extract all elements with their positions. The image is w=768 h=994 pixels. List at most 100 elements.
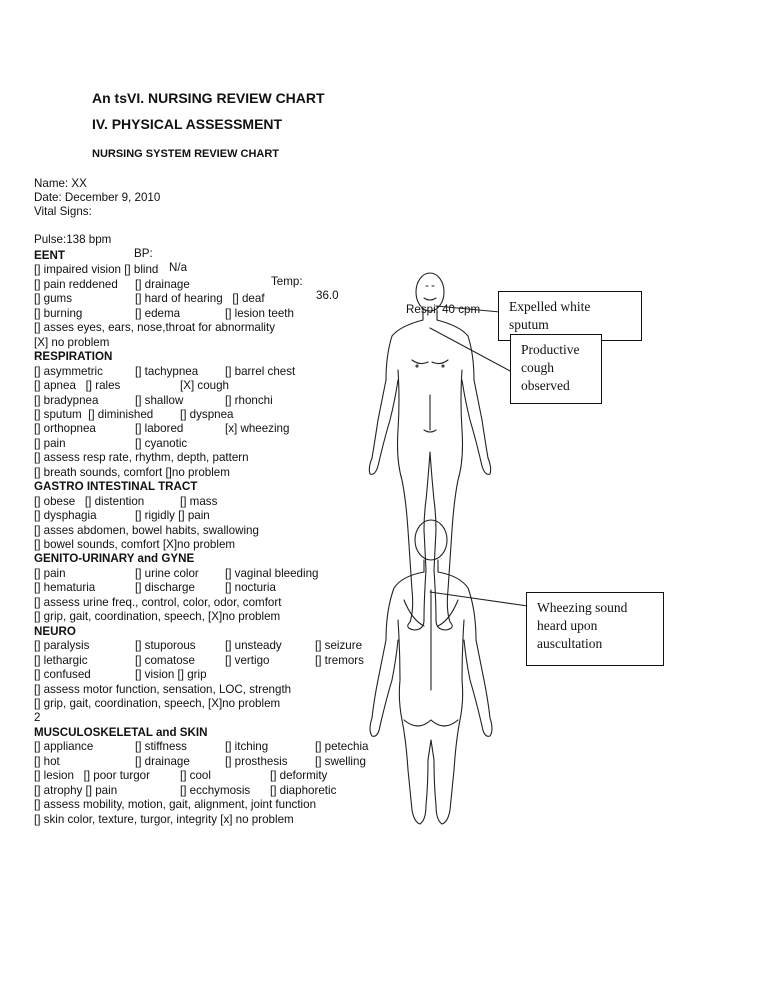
checklist-item: [] atrophy [] pain xyxy=(34,783,118,797)
checklist-item: [] pain xyxy=(34,566,66,580)
checklist-row: [] atrophy [] pain[] ecchymosis[] diapho… xyxy=(0,784,390,798)
checklist-item: [] labored xyxy=(135,422,184,436)
checklist-item: [] itching xyxy=(225,740,269,754)
checklist-row: [] impaired vision [] blind xyxy=(0,263,390,277)
checklist-row: [] assess resp rate, rhythm, depth, patt… xyxy=(0,451,390,465)
checklist-row: [] bradypnea[] shallow[] rhonchi xyxy=(0,394,390,408)
checklist-item: [] paralysis xyxy=(34,639,90,653)
checklist-item: [] assess mobility, motion, gait, alignm… xyxy=(34,798,317,812)
checklist-item: [] asses abdomen, bowel habits, swallowi… xyxy=(34,523,259,537)
checklist-row: [] asses abdomen, bowel habits, swallowi… xyxy=(0,524,390,538)
checklist-item: [] appliance xyxy=(34,740,94,754)
checklist-item: [] seizure xyxy=(315,639,363,653)
callout-text: Expelled white xyxy=(509,299,591,314)
checklist-item: [] shallow xyxy=(135,393,184,407)
checklist-item: [] petechia xyxy=(315,740,369,754)
checklist-row: [] orthopnea[] labored[x] wheezing xyxy=(0,422,390,436)
checklist-item: [] ecchymosis xyxy=(180,783,251,797)
checklist-row: [] apnea [] rales[X] cough xyxy=(0,379,390,393)
checklist-item: [] assess motor function, sensation, LOC… xyxy=(34,682,292,696)
checklist-row: [] grip, gait, coordination, speech, [X]… xyxy=(0,697,390,711)
checklist-row: [] pain reddened[] drainage xyxy=(0,278,390,292)
callout-text: observed xyxy=(521,378,570,393)
checklist-row: [] hot[] drainage[] prosthesis[] swellin… xyxy=(0,755,390,769)
checklist-row: [] hematuria [] discharge [] nocturia xyxy=(0,581,390,595)
checklist-row: [] pain[] urine color[] vaginal bleeding xyxy=(0,567,390,581)
pulse-value: Pulse:138 bpm xyxy=(34,233,112,246)
section-heading: GASTRO INTESTINAL TRACT xyxy=(34,480,198,494)
checklist-row: [] lesion [] poor turgor [] cool [] deform… xyxy=(0,769,390,783)
checklist-item: [] swelling xyxy=(315,754,366,768)
checklist-row: [] breath sounds, comfort []no problem xyxy=(0,466,390,480)
checklist-item: [] drainage xyxy=(135,754,190,768)
checklist-item: [] cyanotic xyxy=(135,436,188,450)
checklist-item: [] stuporous xyxy=(135,639,196,653)
callout-connector-1 xyxy=(435,305,501,313)
checklist-row: [] confused [] vision [] grip xyxy=(0,668,390,682)
checklist-row: [] obese [] distention [] mass xyxy=(0,495,390,509)
checklist-item: [] obese [] distention xyxy=(34,494,145,508)
checklist-item: [] bowel sounds, comfort [X]no problem xyxy=(34,538,236,551)
checklist-item: [] mass xyxy=(180,494,218,508)
checklist-item: [] sputum [] diminished xyxy=(34,407,154,421)
checklist-item: [] tremors xyxy=(315,653,364,667)
callout-text: heard upon xyxy=(537,618,598,633)
section-heading: MUSCULOSKELETAL and SKIN xyxy=(34,725,208,739)
temp-value: 36.0 xyxy=(316,289,339,302)
section-heading: NEURO xyxy=(34,624,76,638)
callout-text: Wheezing sound xyxy=(537,600,628,615)
callout-expelled-sputum: Expelled white sputum xyxy=(498,291,642,341)
checklist-row: [] pain [] cyanotic xyxy=(0,437,390,451)
chart-title: NURSING SYSTEM REVIEW CHART xyxy=(92,148,280,160)
checklist-item: [] vision [] grip xyxy=(135,668,207,682)
checklist-item: [] burning xyxy=(34,306,83,320)
checklist-item: [] prosthesis xyxy=(225,754,288,768)
checklist-row: [] asymmetric[] tachypnea[] barrel chest xyxy=(0,365,390,379)
callout-text: auscultation xyxy=(537,636,603,651)
checklist-item: [] urine color xyxy=(135,566,199,580)
checklist-item: [] lesion [] poor turgor xyxy=(34,769,150,783)
page-number: 2 xyxy=(34,711,41,725)
checklist-row: [] bowel sounds, comfort [X]no problem xyxy=(0,538,390,552)
checklist-item: [] vertigo xyxy=(225,653,270,667)
checklist-item: [] barrel chest xyxy=(225,364,296,378)
bp-label: BP: xyxy=(134,247,153,260)
checklist-item: [] edema xyxy=(135,306,181,320)
checklist-item: [] gums xyxy=(34,292,73,306)
checklist-item: [x] wheezing xyxy=(225,422,290,436)
checklist-item: [X] no problem xyxy=(34,335,110,349)
front-body-figure xyxy=(368,272,492,631)
checklist-item: [] pain reddened xyxy=(34,277,118,291)
vital-signs-label: Vital Signs: xyxy=(34,205,92,218)
checklist-item: [] hematuria xyxy=(34,581,96,595)
checklist-item: [] dysphagia xyxy=(34,509,97,523)
checklist-item: [] grip, gait, coordination, speech, [X]… xyxy=(34,610,281,624)
checklist-item: [] deformity xyxy=(270,769,328,783)
checklist-item: [] lethargic xyxy=(34,653,88,667)
checklist-row: [] dysphagia [] rigidly [] pain xyxy=(0,509,390,523)
checklist-item: [] discharge xyxy=(135,581,195,595)
callout-text: cough xyxy=(521,360,554,375)
section-title: IV. PHYSICAL ASSESSMENT xyxy=(92,116,283,132)
checklist-item: [] nocturia xyxy=(225,581,276,595)
checklist-item: [] tachypnea xyxy=(135,364,199,378)
checklist-item: [] unsteady xyxy=(225,639,282,653)
checklist-item: [] rigidly [] pain xyxy=(135,509,210,523)
temp-label: Temp: xyxy=(271,275,303,288)
checklist-row: [] burning[] edema[] lesion teeth xyxy=(0,307,390,321)
back-body-figure xyxy=(369,519,493,825)
callout-productive-cough: Productive cough observed xyxy=(510,334,602,404)
checklist-item: [] cool xyxy=(180,769,211,783)
checklist-row: [] asses eyes, ears, nose,throat for abn… xyxy=(0,321,390,335)
checklist-item: [] pain xyxy=(34,436,66,450)
callout-connector-3 xyxy=(429,591,529,607)
callout-wheezing: Wheezing sound heard upon auscultation xyxy=(526,592,664,666)
checklist-item: [X] cough xyxy=(180,379,229,393)
checklist-row: [] appliance[] stiffness[] itching[] pet… xyxy=(0,740,390,754)
checklist-item: [] confused xyxy=(34,668,91,682)
checklist-row: [] assess motor function, sensation, LOC… xyxy=(0,683,390,697)
document-title: An tsVI. NURSING REVIEW CHART xyxy=(92,90,325,106)
callout-text: Productive xyxy=(521,342,580,357)
bp-value: N/a xyxy=(169,261,188,274)
